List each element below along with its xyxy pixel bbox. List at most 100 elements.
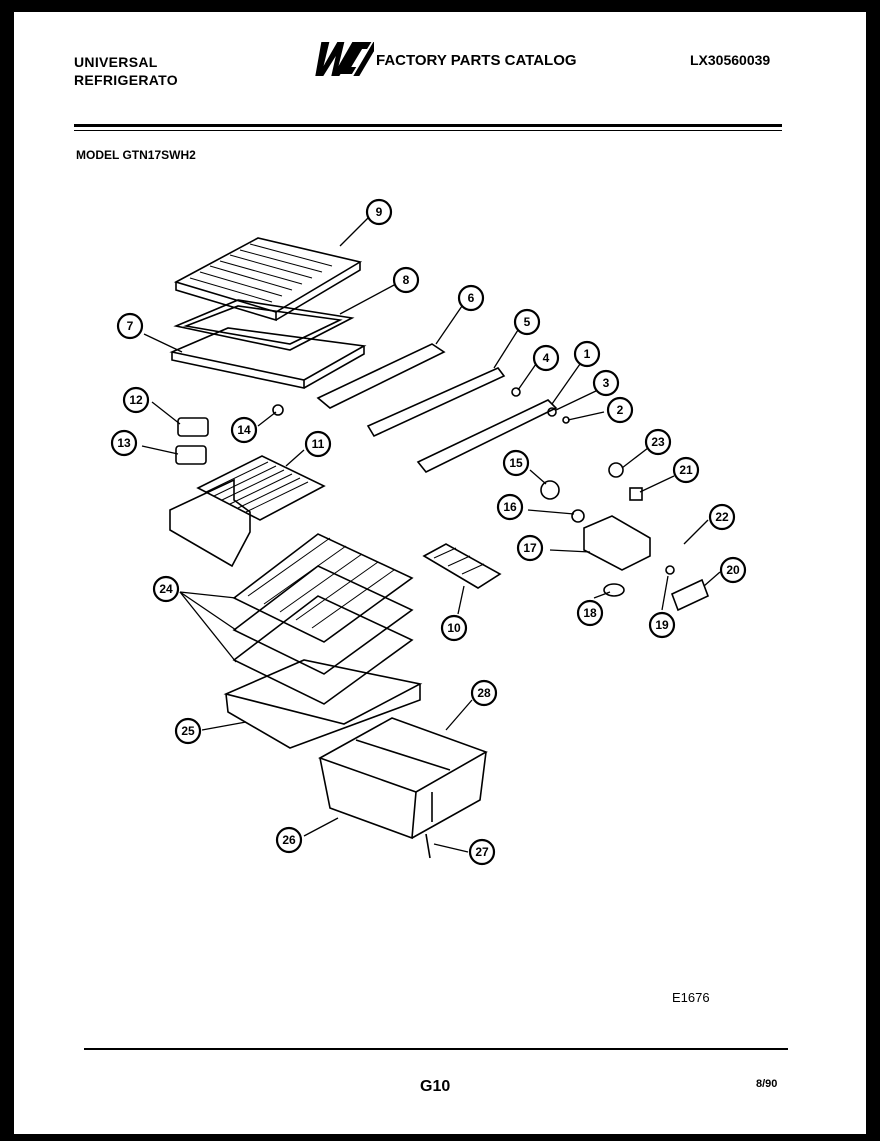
callout-circle	[648, 611, 676, 639]
callout-label: 19	[655, 618, 669, 632]
callout-circle	[502, 449, 530, 477]
brand-line-1: UNIVERSAL	[74, 54, 158, 70]
callout-11: 11	[304, 430, 332, 458]
callout-24: 24	[152, 575, 180, 603]
callout-14: 14	[230, 416, 258, 444]
part-wire-rack	[169, 455, 326, 568]
callout-6: 6	[457, 284, 485, 312]
part-cover-18	[603, 583, 625, 597]
callout-circle	[516, 534, 544, 562]
callout-label: 16	[503, 500, 517, 514]
callout-label: 2	[617, 403, 624, 417]
part-light-housing	[583, 515, 651, 571]
callout-16: 16	[496, 493, 524, 521]
part-hinge-12	[177, 417, 209, 437]
callout-17: 17	[516, 534, 544, 562]
revision-date: 8/90	[756, 1078, 778, 1090]
callout-23: 23	[644, 428, 672, 456]
part-ice-tray	[422, 543, 502, 589]
callout-circle	[230, 416, 258, 444]
callout-circle	[576, 599, 604, 627]
callout-circle	[532, 344, 560, 372]
callout-circle	[672, 456, 700, 484]
callout-19: 19	[648, 611, 676, 639]
callout-13: 13	[110, 429, 138, 457]
callout-circle	[152, 575, 180, 603]
callout-22: 22	[708, 503, 736, 531]
callout-circle	[174, 717, 202, 745]
callout-21: 21	[672, 456, 700, 484]
callout-circle	[573, 340, 601, 368]
callout-label: 28	[477, 686, 491, 700]
callout-circle	[440, 614, 468, 642]
callout-label: 11	[312, 437, 325, 451]
callout-circle	[116, 312, 144, 340]
part-crisper-cover	[223, 659, 423, 749]
callout-20: 20	[719, 556, 747, 584]
callout-label: 3	[603, 376, 610, 390]
callout-7: 7	[116, 312, 144, 340]
part-screw-14	[272, 404, 284, 416]
callout-label: 21	[679, 463, 693, 477]
callout-26: 26	[275, 826, 303, 854]
callout-circle	[708, 503, 736, 531]
part-bulb	[540, 480, 560, 500]
callout-label: 22	[715, 510, 729, 524]
callout-3: 3	[592, 369, 620, 397]
part-clip-19	[665, 565, 675, 575]
callout-circle	[470, 679, 498, 707]
header-rule	[74, 124, 782, 127]
header-rule-thin	[74, 130, 782, 131]
callout-circle	[513, 308, 541, 336]
callout-label: 1	[584, 347, 591, 361]
callout-label: 26	[282, 833, 296, 847]
callout-27: 27	[468, 838, 496, 866]
part-hinge-13	[175, 445, 207, 465]
callout-label: 5	[524, 315, 531, 329]
callout-5: 5	[513, 308, 541, 336]
callout-label: 4	[543, 351, 550, 365]
callout-circle	[592, 369, 620, 397]
callout-9: 9	[365, 198, 393, 226]
callout-label: 15	[509, 456, 523, 470]
callout-circle	[719, 556, 747, 584]
callout-label: 9	[376, 205, 383, 219]
callout-18: 18	[576, 599, 604, 627]
part-crisper-pans	[318, 717, 488, 840]
drawing-code: E1676	[672, 990, 710, 1005]
callout-12: 12	[122, 386, 150, 414]
part-glass	[169, 327, 367, 389]
callout-label: 25	[181, 724, 195, 738]
part-bracket-long	[316, 343, 446, 409]
callout-25: 25	[174, 717, 202, 745]
callout-label: 7	[127, 319, 134, 333]
page-number: G10	[420, 1078, 451, 1095]
callout-label: 10	[447, 621, 461, 635]
part-plate-20	[670, 578, 710, 612]
callout-label: 13	[117, 436, 131, 450]
catalog-title: FACTORY PARTS CATALOG	[376, 52, 577, 69]
part-switch-21	[629, 487, 643, 501]
callout-10: 10	[440, 614, 468, 642]
brand-line-2: REFRIGERATO	[74, 72, 178, 88]
callout-label: 18	[583, 606, 597, 620]
callout-label: 6	[468, 291, 475, 305]
callout-8: 8	[392, 266, 420, 294]
callout-label: 17	[523, 541, 537, 555]
callout-circle	[275, 826, 303, 854]
part-small-4	[511, 387, 521, 397]
callout-circle	[468, 838, 496, 866]
model-number: MODEL GTN17SWH2	[76, 148, 196, 162]
callout-circle	[304, 430, 332, 458]
callout-label: 24	[159, 582, 173, 596]
part-shelf-top	[173, 237, 363, 322]
callout-circle	[606, 396, 634, 424]
part-small-3	[547, 407, 557, 417]
callout-4: 4	[532, 344, 560, 372]
callout-label: 14	[237, 423, 251, 437]
callout-circle	[122, 386, 150, 414]
part-pin-27	[425, 833, 431, 859]
part-bar-lower	[416, 399, 558, 474]
callout-circle	[392, 266, 420, 294]
